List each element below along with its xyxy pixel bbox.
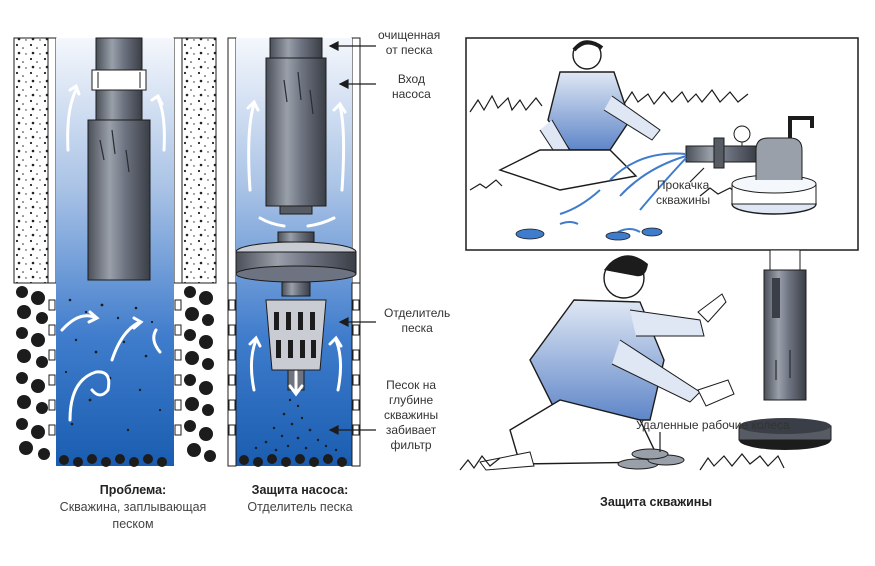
soil-left bbox=[14, 38, 48, 283]
soil-right bbox=[182, 38, 216, 283]
label-pumping-line1: Прокачка bbox=[656, 178, 710, 193]
caption-well-protection: Защита скважины bbox=[576, 494, 736, 511]
label-removed-impellers: Удаленные рабочие колеса bbox=[636, 418, 790, 433]
label-inlet-line2: насоса bbox=[392, 87, 431, 102]
caption-problem-title: Проблема: bbox=[58, 482, 208, 499]
caption-problem: Проблема: Скважина, заплывающая песком bbox=[58, 482, 208, 533]
label-sand-line1: Песок на bbox=[384, 378, 438, 393]
label-clean-line1: очищенная bbox=[378, 28, 440, 43]
panel-well-protection bbox=[460, 38, 858, 470]
label-sand-separator: Отделитель песка bbox=[384, 306, 450, 336]
caption-pump-title: Защита насоса: bbox=[230, 482, 370, 499]
person-kneeling bbox=[480, 255, 734, 470]
label-sand-line5: фильтр bbox=[384, 438, 438, 453]
panel-pump-protection bbox=[228, 38, 376, 467]
screen-slots-right bbox=[175, 300, 181, 435]
pump-body-2 bbox=[266, 38, 326, 214]
pebbles-right bbox=[184, 286, 216, 462]
label-clean-water: очищенная от песка bbox=[378, 28, 440, 58]
panel-problem bbox=[14, 38, 216, 467]
label-pump-inlet: Вход насоса bbox=[392, 72, 431, 102]
screen-slots-left bbox=[49, 300, 55, 435]
caption-pump-line1: Отделитель песка bbox=[230, 499, 370, 516]
caption-pump-protection: Защита насоса: Отделитель песка bbox=[230, 482, 370, 516]
label-separator-line1: Отделитель bbox=[384, 306, 450, 321]
label-sand-line2: глубине bbox=[384, 393, 438, 408]
label-inlet-line1: Вход bbox=[392, 72, 431, 87]
caption-problem-line1: Скважина, заплывающая bbox=[58, 499, 208, 516]
caption-well-title: Защита скважины bbox=[576, 494, 736, 511]
label-well-pumping: Прокачка скважины bbox=[656, 178, 710, 208]
pump-body bbox=[88, 38, 150, 280]
label-sand-line4: забивает bbox=[384, 423, 438, 438]
label-clean-line2: от песка bbox=[378, 43, 440, 58]
caption-problem-line2: песком bbox=[58, 516, 208, 533]
label-separator-line2: песка bbox=[384, 321, 450, 336]
label-pumping-line2: скважины bbox=[656, 193, 710, 208]
pebbles-left bbox=[16, 286, 50, 460]
label-sand-line3: скважины bbox=[384, 408, 438, 423]
label-sand-depth: Песок на глубине скважины забивает фильт… bbox=[384, 378, 438, 453]
